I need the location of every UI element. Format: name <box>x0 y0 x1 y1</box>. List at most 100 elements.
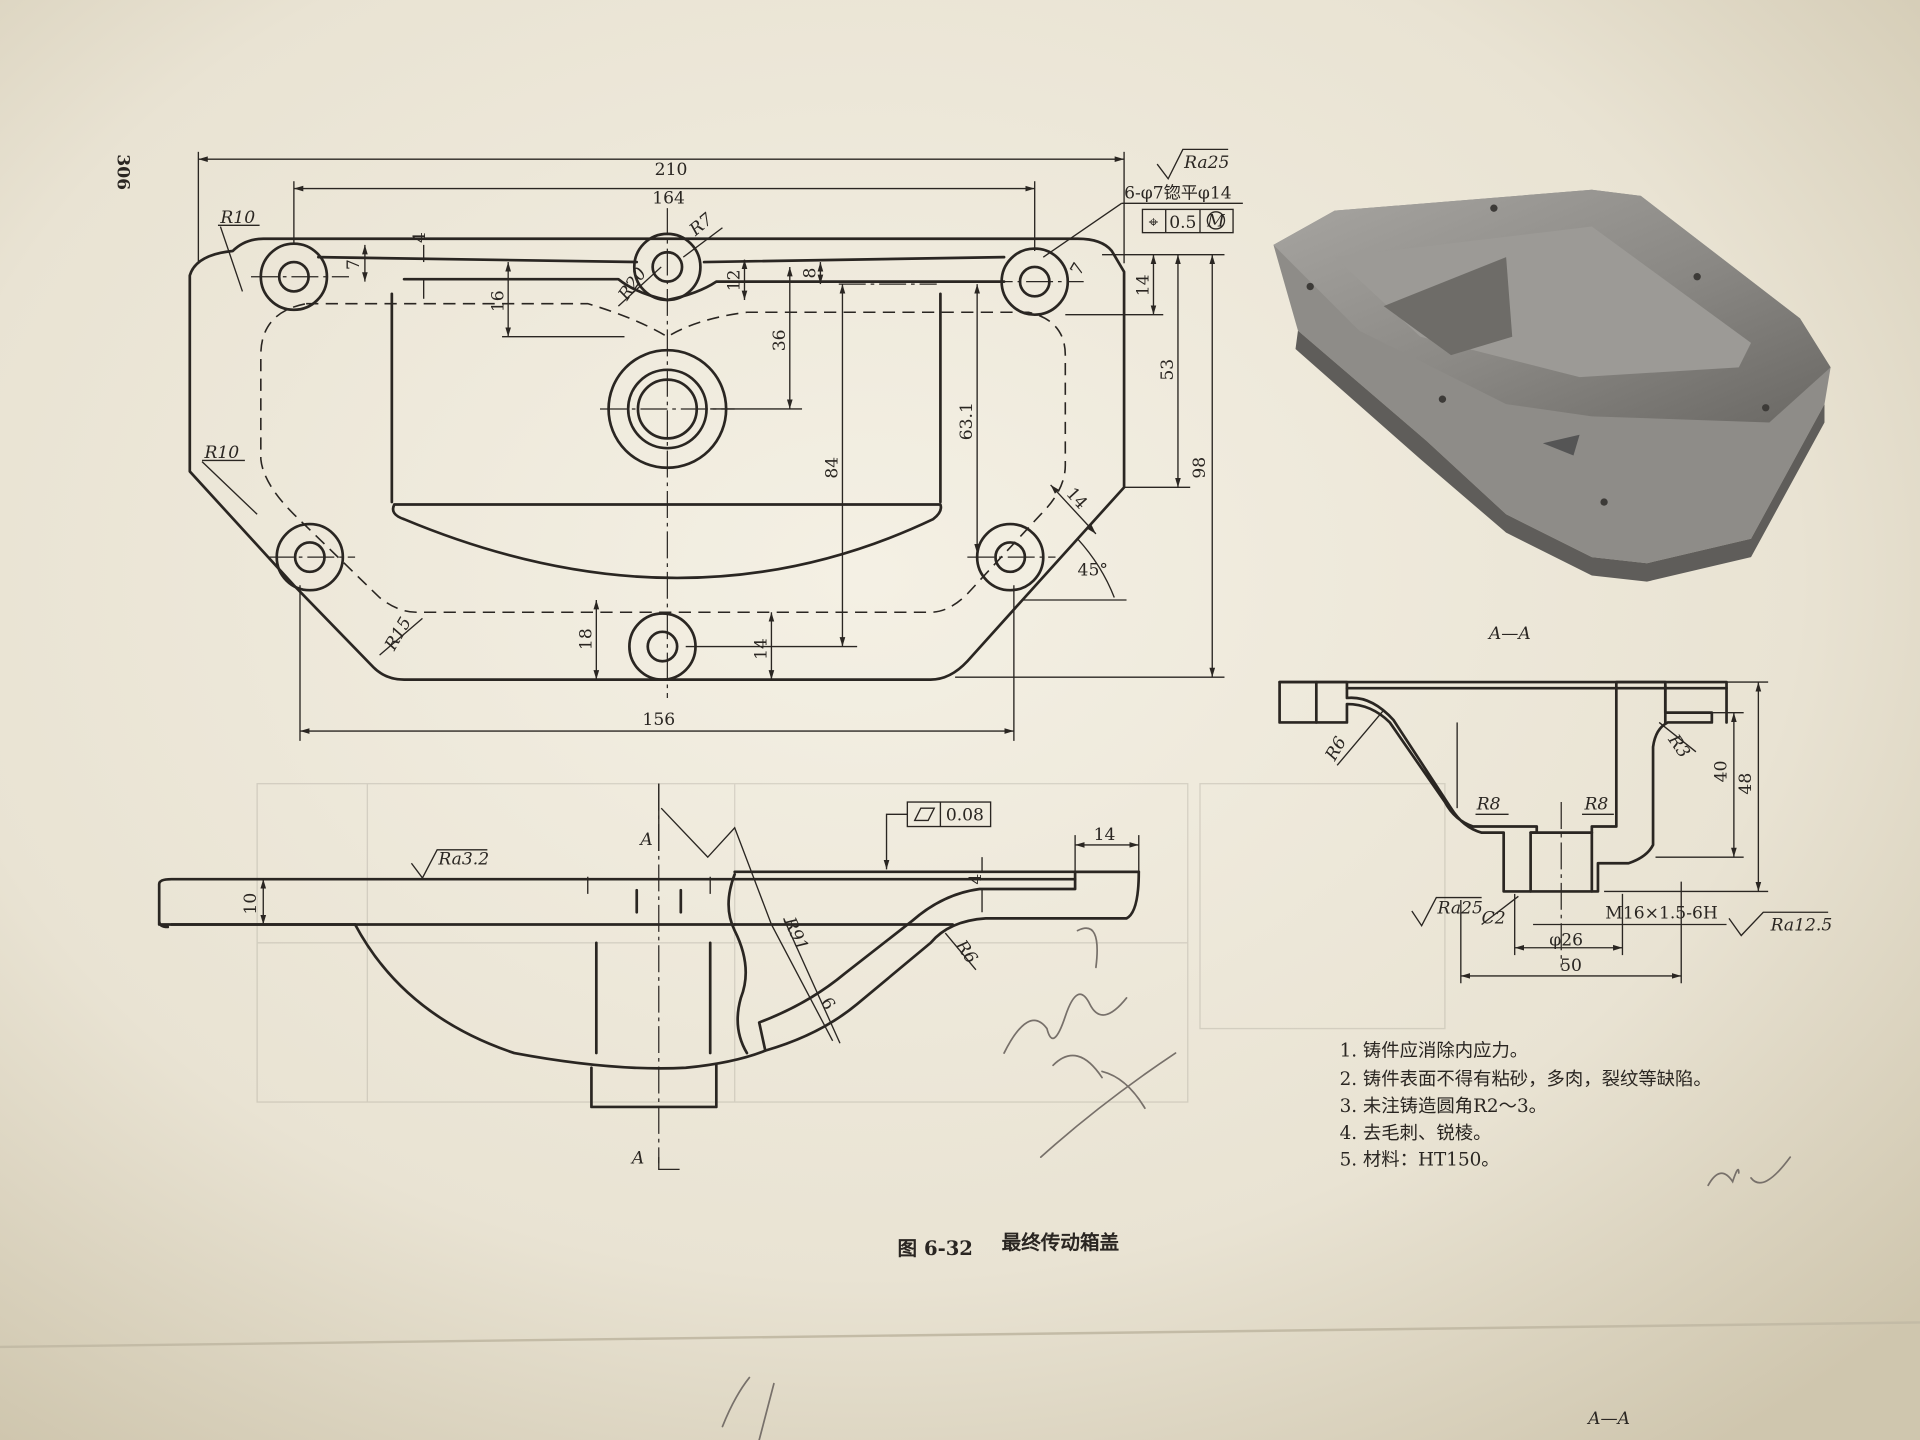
svg-text:R8: R8 <box>1476 794 1501 814</box>
front-hidden-ticks <box>587 876 711 894</box>
svg-text:98: 98 <box>1190 457 1210 479</box>
front-flatness-tolerance: 0.08 <box>883 801 992 870</box>
section-dim-40: 40 <box>1655 711 1744 858</box>
svg-text:Ra12.5: Ra12.5 <box>1770 916 1833 936</box>
dim-14-right: 14 <box>1065 254 1164 316</box>
technical-notes: 1. 铸件应消除内应力。 2. 铸件表面不得有粘砂，多肉，裂纹等缺陷。 3. 未… <box>1340 1041 1712 1171</box>
svg-text:7: 7 <box>344 259 364 270</box>
svg-text:40: 40 <box>1712 761 1732 783</box>
plan-inner-dashed <box>260 302 1067 614</box>
svg-text:14: 14 <box>1094 825 1116 845</box>
section-mark-top: A <box>638 830 652 850</box>
dim-210: 210 <box>197 151 1125 264</box>
section-dim-50: 50 <box>1460 881 1682 984</box>
hole-callout: 6-φ7锪平φ14 <box>1042 183 1243 258</box>
svg-text:12: 12 <box>725 270 745 292</box>
section-chamfer-c2: C2 <box>1481 895 1519 928</box>
svg-text:84: 84 <box>823 457 843 479</box>
plan-outline <box>188 237 1126 681</box>
note-item: 5. 材料：HT150。 <box>1340 1150 1500 1171</box>
front-roughness: Ra3.2 <box>410 849 489 880</box>
radius-r10-left: R10 <box>201 443 258 515</box>
dim-53: 53 <box>1124 254 1191 489</box>
dim-36: 36 <box>710 266 803 410</box>
svg-text:⌖: ⌖ <box>1149 213 1159 233</box>
note-item: 3. 未注铸造圆角R2～3。 <box>1340 1096 1547 1117</box>
front-break-line <box>727 872 749 1055</box>
dim-4: 4 <box>410 232 430 299</box>
svg-text:0.08: 0.08 <box>946 805 984 825</box>
svg-text:Ra3.2: Ra3.2 <box>437 849 489 869</box>
dim-63-1: 63.1 <box>957 284 980 554</box>
pencil-scribble <box>721 927 1792 1440</box>
svg-text:16: 16 <box>488 290 508 312</box>
plan-view: 210 164 156 98 53 14 <box>188 148 1243 741</box>
roughness-ra25-top: Ra25 <box>1156 148 1229 181</box>
svg-text:14: 14 <box>752 638 772 660</box>
svg-text:M16×1.5-6H: M16×1.5-6H <box>1605 903 1718 923</box>
dim-8: 8 <box>801 262 824 285</box>
svg-text:36: 36 <box>770 330 790 352</box>
svg-text:164: 164 <box>652 188 685 208</box>
dim-14-bottom: 14 <box>752 612 775 680</box>
radius-r10-top: R10 <box>217 208 260 292</box>
dim-164: 164 <box>293 181 1036 252</box>
svg-text:48: 48 <box>1736 773 1756 795</box>
front-dim-4: 4 <box>966 857 986 913</box>
front-bore-ticks <box>635 888 683 914</box>
svg-text:Ra25: Ra25 <box>1183 153 1229 173</box>
isometric-render <box>1273 189 1831 582</box>
page-number: 306 <box>113 154 133 190</box>
svg-text:6-φ7锪平φ14: 6-φ7锪平φ14 <box>1124 183 1232 203</box>
section-title: A—A <box>1487 624 1531 644</box>
section-radius-r8-left: R8 <box>1475 794 1509 815</box>
bottom-fragment: A—A <box>1586 1409 1630 1429</box>
svg-text:4: 4 <box>966 874 986 885</box>
svg-text:45°: 45° <box>1078 561 1108 581</box>
plan-shelf <box>391 503 943 580</box>
svg-text:φ26: φ26 <box>1549 930 1583 950</box>
front-boss <box>590 1063 718 1109</box>
dim-98: 98 <box>955 254 1225 678</box>
svg-text:18: 18 <box>576 628 596 650</box>
dim-156: 156 <box>299 585 1015 741</box>
front-dim-10: 10 <box>241 879 267 925</box>
plan-top-rib <box>317 255 1006 264</box>
front-flange <box>157 877 1077 929</box>
svg-text:Ra25: Ra25 <box>1437 898 1483 918</box>
front-bowl <box>353 923 767 1070</box>
dim-7-left: 7 <box>344 244 368 282</box>
note-item: 1. 铸件应消除内应力。 <box>1340 1041 1529 1062</box>
svg-text:156: 156 <box>642 710 675 730</box>
svg-text:R10: R10 <box>219 208 255 228</box>
front-dim-14: 14 <box>1074 825 1140 872</box>
svg-text:50: 50 <box>1560 956 1582 976</box>
section-roughness-right: Ra12.5 <box>1728 911 1833 937</box>
svg-text:210: 210 <box>655 160 688 180</box>
figure-caption: 图 6-32 最终传动箱盖 <box>898 1231 1120 1260</box>
svg-text:53: 53 <box>1158 359 1178 381</box>
svg-text:M: M <box>1206 212 1225 232</box>
svg-text:10: 10 <box>241 893 261 915</box>
dim-18: 18 <box>576 600 600 680</box>
section-mark-bottom: A <box>630 1148 644 1168</box>
section-dim-phi26: φ26 <box>1514 893 1624 956</box>
section-cut-line <box>658 783 680 1171</box>
section-dim-48: 48 <box>1604 681 1769 893</box>
figure-number: 图 6-32 <box>898 1237 973 1260</box>
svg-text:C2: C2 <box>1482 908 1506 928</box>
front-section-hatch <box>757 870 1141 1052</box>
note-item: 2. 铸件表面不得有粘砂，多肉，裂纹等缺陷。 <box>1340 1069 1712 1090</box>
figure-title: 最终传动箱盖 <box>1002 1231 1120 1254</box>
angle-45: 45° <box>1022 538 1127 601</box>
section-radius-r8-right: R8 <box>1582 794 1614 815</box>
section-zigzag <box>660 807 834 1042</box>
position-tolerance-frame: ⌖ 0.5 M <box>1141 208 1234 234</box>
svg-text:14: 14 <box>1134 274 1154 296</box>
note-item: 4. 去毛刺、锐棱。 <box>1340 1123 1492 1144</box>
front-view: A A Ra3.2 10 4 14 0.08 <box>157 783 1141 1171</box>
section-hatched-wall-right <box>1590 680 1714 893</box>
svg-text:8: 8 <box>801 268 821 279</box>
svg-text:4: 4 <box>410 232 430 243</box>
